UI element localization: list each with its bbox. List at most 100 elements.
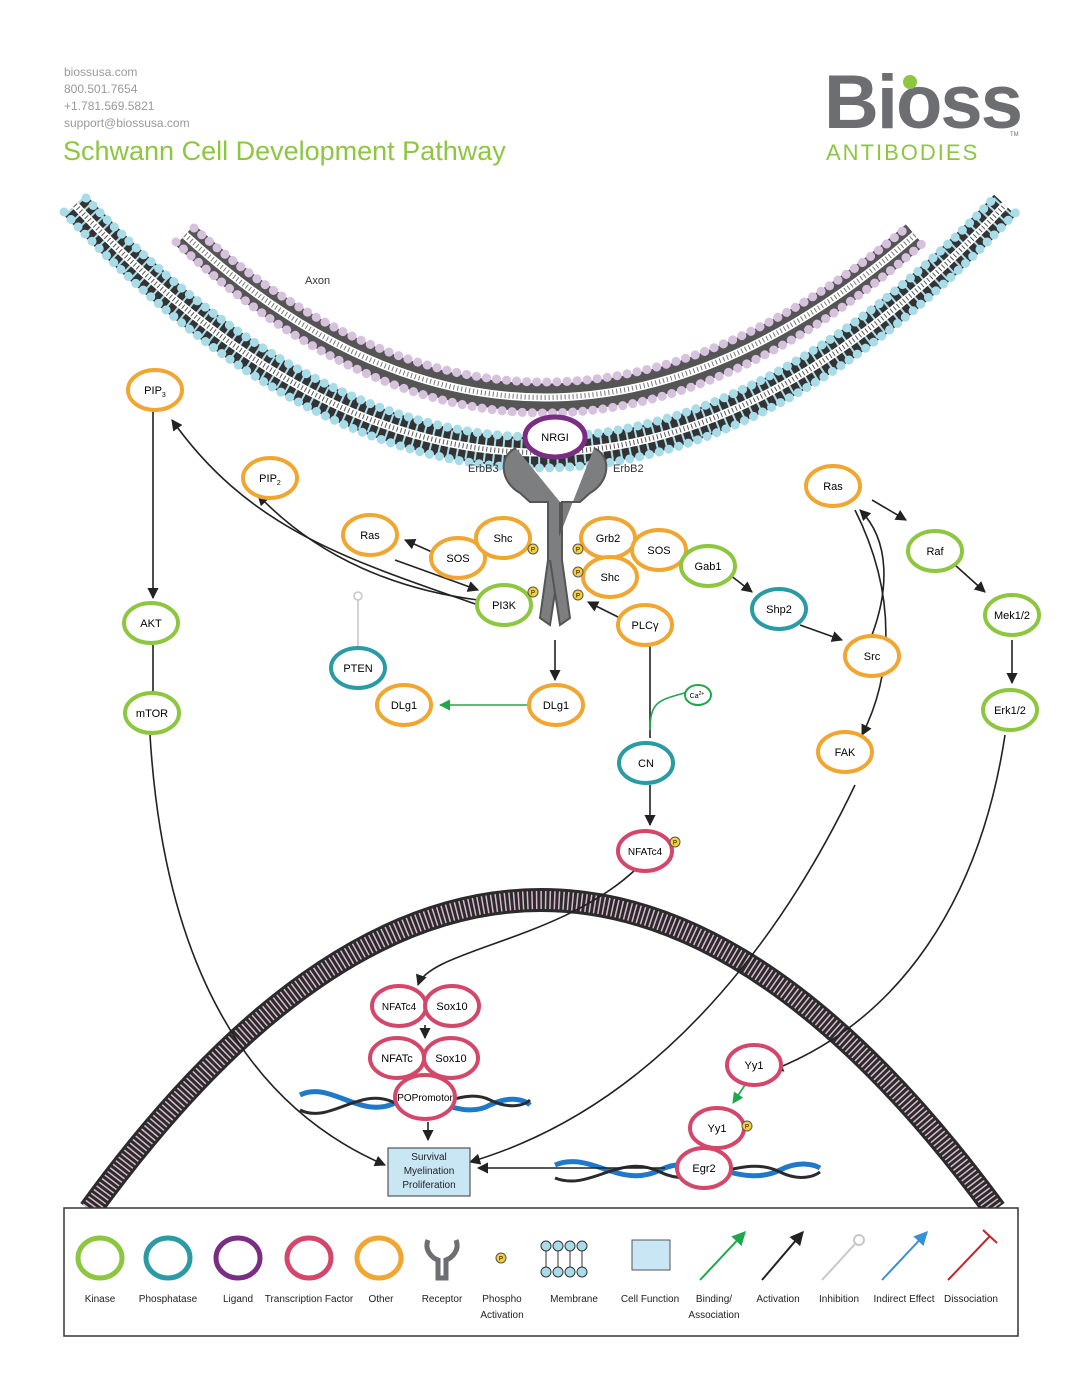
svg-text:NFATc: NFATc [381, 1053, 413, 1065]
nucleus-envelope [80, 888, 1005, 1218]
phospho-shc-right: P [572, 566, 584, 578]
svg-text:Sox10: Sox10 [435, 1053, 466, 1065]
phospho-markers: P P P P P P P [527, 543, 753, 1132]
svg-text:PIP2: PIP2 [259, 473, 281, 487]
node-yy1-a: Yy1 [725, 1043, 783, 1087]
legend-phospho-icon: P [495, 1252, 507, 1264]
svg-text:Gab1: Gab1 [695, 561, 722, 573]
legend-tf-label: Transcription Factor [265, 1294, 354, 1305]
svg-text:Sox10: Sox10 [436, 1001, 467, 1013]
legend-inhibition-icon [821, 1234, 865, 1281]
node-nfatc: NFATc [368, 1036, 426, 1080]
node-src: Src [843, 634, 901, 678]
erbb-receptor [502, 447, 608, 627]
node-akt: AKT [122, 601, 180, 645]
node-raf: Raf [906, 529, 964, 573]
logo-molecule-icon [903, 75, 917, 89]
legend-inhibition-label: Inhibition [819, 1294, 859, 1305]
node-shp2: Shp2 [750, 587, 808, 631]
node-pten: PTEN [329, 646, 387, 690]
node-shc-left: Shc [474, 516, 532, 560]
edge-sos-ras [403, 538, 433, 553]
edge-fak-function [468, 784, 856, 1165]
website-text: biossusa.com [64, 65, 138, 79]
svg-text:NFATc4: NFATc4 [628, 847, 663, 858]
node-erk: Erk1/2 [981, 688, 1039, 732]
edges [147, 410, 1018, 1174]
erbb2-label: ErbB2 [613, 463, 644, 475]
legend-cell-function-label: Cell Function [621, 1294, 679, 1305]
edge-raf-mek [954, 564, 986, 593]
node-ras-right: Ras [804, 464, 862, 508]
edge-gab1-shp2 [729, 574, 753, 593]
edge-ca-cn [649, 691, 689, 731]
svg-text:P: P [531, 548, 535, 554]
svg-text:PLCγ: PLCγ [632, 620, 659, 632]
axon-membrane [171, 223, 929, 418]
legend-indirect-label: Indirect Effect [874, 1294, 935, 1305]
svg-text:mTOR: mTOR [136, 708, 168, 720]
edge-ras-fak [854, 509, 887, 736]
edge-nfatc4-nuc [416, 869, 636, 987]
svg-text:Src: Src [864, 651, 881, 663]
edge-pi3k-pip2 [257, 494, 479, 601]
node-sox10-a: Sox10 [423, 984, 481, 1028]
svg-text:P: P [499, 1257, 503, 1263]
node-yy1-b: Yy1 [688, 1106, 746, 1150]
node-shc-right: Shc [581, 555, 639, 599]
legend-binding-label-2: Association [688, 1310, 739, 1321]
phospho-yy1: P [741, 1120, 753, 1132]
node-sos-right: SOS [630, 528, 688, 572]
legend-activation-icon [761, 1230, 804, 1281]
node-egr2: Egr2 [675, 1146, 733, 1190]
edge-mtor-function [149, 734, 387, 1167]
svg-text:P: P [576, 571, 580, 577]
phone-text-intl: +1.781.569.5821 [64, 99, 155, 113]
svg-text:FAK: FAK [835, 747, 856, 759]
svg-text:P: P [745, 1125, 749, 1131]
phospho-pi3k: P [527, 586, 539, 598]
edge-src-ras [859, 509, 885, 641]
legend-phospho-label-1: Phospho [482, 1294, 522, 1305]
node-grb2: Grb2 [579, 516, 637, 560]
svg-text:CN: CN [638, 758, 654, 770]
legend-phospho-label-2: Activation [480, 1310, 523, 1321]
logo-wordmark: Bioss [824, 60, 1021, 145]
node-popromotor: POPromotor [393, 1073, 457, 1121]
legend-cell-function-icon [631, 1239, 671, 1271]
legend-other-label: Other [368, 1294, 394, 1305]
svg-text:NFATc4: NFATc4 [382, 1002, 417, 1013]
edge-yy1-yy1 [732, 1084, 746, 1104]
svg-text:Yy1: Yy1 [708, 1123, 727, 1135]
function-myelination: Myelination [404, 1166, 455, 1177]
svg-text:Shc: Shc [601, 572, 620, 584]
edge-plcg-receptor [586, 601, 621, 619]
svg-text:POPromotor: POPromotor [397, 1093, 453, 1104]
email-text: support@biossusa.com [64, 116, 190, 130]
svg-text:Yy1: Yy1 [745, 1060, 764, 1072]
phone-text: 800.501.7654 [64, 82, 138, 96]
svg-text:Shc: Shc [494, 533, 513, 545]
contact-block: biossusa.com 800.501.7654 +1.781.569.582… [64, 64, 190, 132]
legend-tf-icon [284, 1235, 334, 1281]
node-nfatc4-cyt: NFATc4 [616, 829, 674, 873]
svg-text:P: P [576, 548, 580, 554]
svg-text:PIP3: PIP3 [144, 385, 166, 399]
legend-phosphatase-icon [143, 1235, 193, 1281]
legend-activation-label: Activation [756, 1294, 799, 1305]
legend-other-icon [354, 1235, 404, 1281]
svg-text:P: P [576, 594, 580, 600]
svg-text:SOS: SOS [647, 545, 670, 557]
legend-kinase-label: Kinase [85, 1294, 116, 1305]
edge-erk-yy1 [771, 734, 1006, 1072]
node-ca: Ca2+ [684, 684, 712, 706]
svg-text:Grb2: Grb2 [596, 533, 620, 545]
node-cn: CN [617, 741, 675, 785]
node-ras-left: Ras [341, 513, 399, 557]
edge-shp2-src [799, 624, 844, 642]
legend-binding-icon [699, 1230, 746, 1281]
svg-text:AKT: AKT [140, 618, 162, 630]
function-survival: Survival [411, 1152, 447, 1163]
svg-text:PI3K: PI3K [492, 600, 517, 612]
phospho-receptor: P [572, 589, 584, 601]
